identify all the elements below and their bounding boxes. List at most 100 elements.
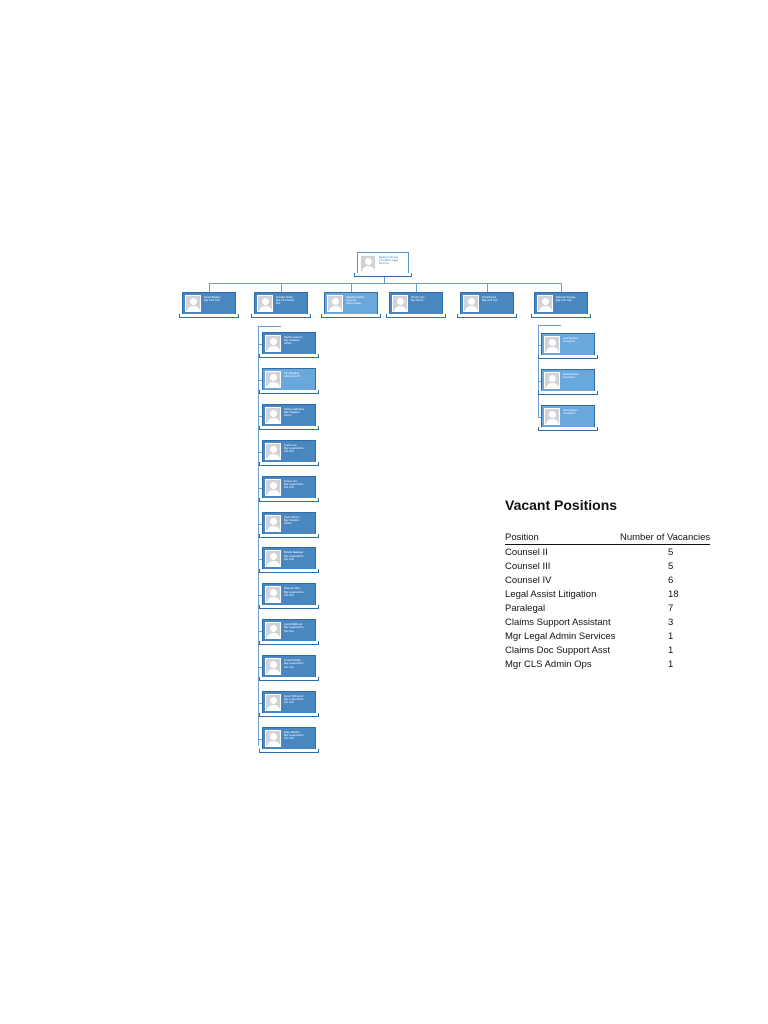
- connector-line: [351, 283, 352, 292]
- person-placeholder-icon: [265, 729, 281, 747]
- person-torso: [267, 561, 280, 567]
- connector-line: [258, 631, 262, 633]
- person-head: [397, 298, 404, 305]
- connector-line: [258, 667, 262, 669]
- node-text-line: Svc Ops: [284, 629, 294, 633]
- node-text-line: Admin: [284, 342, 292, 346]
- node-text-line: Mgr Litigation: [284, 339, 300, 343]
- person-head: [270, 409, 277, 417]
- person-torso: [267, 453, 280, 459]
- position-cell: Mgr CLS Admin Ops: [505, 658, 592, 670]
- card-base: [259, 533, 319, 538]
- position-cell: Counsel II: [505, 546, 548, 558]
- person-head: [270, 517, 277, 525]
- card-base: [259, 569, 319, 574]
- connector-line: [258, 595, 262, 597]
- node-text-line: Karen Whitcomb: [284, 695, 304, 698]
- person-torso: [546, 419, 559, 424]
- person-placeholder-icon: [360, 255, 376, 272]
- card-base: [259, 461, 319, 466]
- vacancy-count-cell: 18: [668, 588, 679, 600]
- node-text-line: Admin: [284, 521, 292, 525]
- person-torso: [267, 525, 280, 531]
- person-placeholder-icon: [185, 295, 201, 312]
- person-torso: [267, 740, 280, 746]
- person-head: [270, 445, 277, 453]
- node-text-line: Mgr Legal Admin: [284, 698, 304, 702]
- connector-line: [416, 283, 417, 292]
- connector-line: [258, 559, 262, 561]
- person-head: [468, 298, 475, 305]
- person-torso: [539, 306, 552, 311]
- node-text-line: Erika Webber: [284, 730, 300, 734]
- node-text-line: Sarah Bradley: [204, 296, 221, 299]
- connector-line: [538, 325, 561, 326]
- node-text-line: Natasha Forbes: [346, 296, 365, 299]
- person-torso: [187, 306, 200, 311]
- node-text-line: Mgr Legal Admin: [284, 446, 304, 450]
- card-base: [321, 314, 381, 318]
- vacant-positions-title: Vacant Positions: [505, 497, 618, 513]
- connector-line: [258, 451, 262, 453]
- person-placeholder-icon: [537, 295, 553, 312]
- position-cell: Claims Support Assistant: [505, 616, 611, 628]
- node-text-line: Deborah Savage: [556, 296, 576, 299]
- node-text-line: Wendy Tyre: [411, 296, 425, 299]
- node-text-line: Counsel II: [563, 376, 575, 380]
- connector-line: [258, 379, 262, 381]
- person-head: [549, 339, 556, 346]
- person-placeholder-icon: [265, 370, 281, 388]
- person-torso: [267, 346, 280, 351]
- card-base: [457, 314, 517, 318]
- card-base: [259, 677, 319, 682]
- node-text-line: Kim Reading: [284, 371, 299, 375]
- node-text-line: Rachel Lewison: [284, 336, 303, 339]
- card-base: [259, 389, 319, 394]
- connector-line: [258, 326, 281, 327]
- person-torso: [465, 306, 478, 311]
- person-placeholder-icon: [265, 658, 281, 676]
- person-placeholder-icon: [544, 336, 560, 353]
- person-placeholder-icon: [544, 372, 560, 389]
- node-text-line: Mgr Legal Admin: [284, 554, 304, 558]
- person-torso: [546, 347, 559, 352]
- node-text-line: Madelyn Mcnear: [379, 256, 399, 259]
- node-text-line: Brooke Belanger: [284, 551, 304, 555]
- card-base: [259, 713, 319, 717]
- node-text-line: Mgr Legal Admin: [284, 662, 304, 666]
- node-text-line: Svc Ops: [284, 737, 294, 741]
- node-text-line: Admin Asst III: [284, 375, 300, 379]
- person-placeholder-icon: [544, 408, 560, 425]
- vacancy-count-cell: 1: [668, 644, 674, 656]
- person-head: [549, 411, 556, 418]
- node-text-line: VP Claims Legal: [379, 259, 399, 263]
- person-placeholder-icon: [265, 694, 281, 711]
- person-head: [270, 481, 277, 489]
- person-torso: [267, 705, 280, 710]
- person-head: [549, 375, 556, 382]
